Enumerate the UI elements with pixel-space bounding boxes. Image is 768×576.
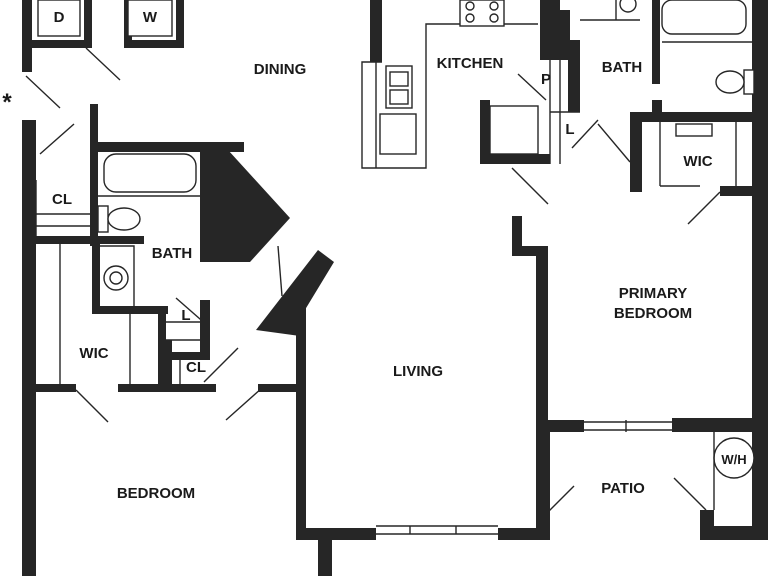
hall-closet-label: CL <box>186 359 206 376</box>
primary-bedroom-label-line2: BEDROOM <box>614 305 692 322</box>
secondary-wic-label: WIC <box>79 345 108 362</box>
water-heater-label: W/H <box>721 452 746 467</box>
dryer-label: D <box>54 9 65 26</box>
fixtures <box>35 0 755 535</box>
primary-toilet <box>715 70 745 94</box>
walls <box>22 0 768 576</box>
primary-bedroom-label-line1: PRIMARY <box>619 285 688 302</box>
dining-label: DINING <box>254 61 307 78</box>
kitchen-label: KITCHEN <box>437 55 504 72</box>
kitchen-counter <box>361 23 538 169</box>
hall-toilet <box>107 207 141 231</box>
hall-linen-label: L <box>181 307 190 324</box>
left-closet-label: CL <box>52 191 72 208</box>
washer-box <box>127 0 173 37</box>
hall-bath-label: BATH <box>152 245 193 262</box>
living-label: LIVING <box>393 363 443 380</box>
asterisk-mark: * <box>2 89 12 116</box>
hall-bathtub <box>103 153 197 193</box>
room-labels: DINING KITCHEN BATH P L WIC CL BATH L CL… <box>2 9 746 502</box>
washer-label: W <box>143 9 158 26</box>
pantry-label: P <box>541 71 551 88</box>
primary-wic-label: WIC <box>683 153 712 170</box>
kitchen-linen-label: L <box>565 121 574 138</box>
primary-bathtub <box>661 0 747 35</box>
bedroom-label: BEDROOM <box>117 485 195 502</box>
dryer-box <box>37 0 81 37</box>
doors <box>25 47 721 521</box>
refrigerator <box>489 105 539 155</box>
patio-label: PATIO <box>601 480 645 497</box>
dishwasher <box>379 113 417 155</box>
primary-bath-label: BATH <box>602 59 643 76</box>
